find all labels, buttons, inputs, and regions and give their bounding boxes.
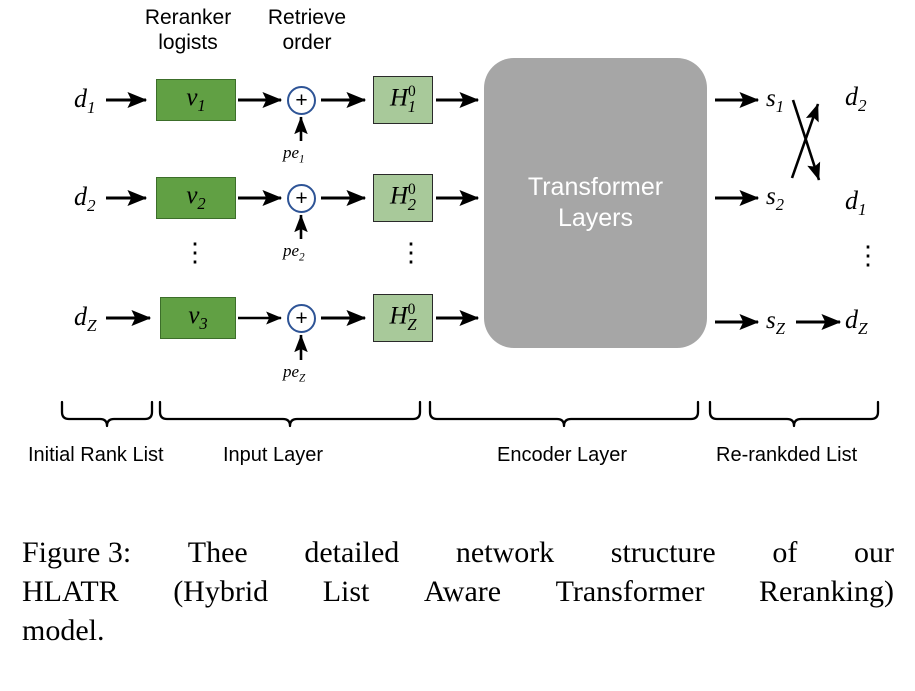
- transformer-layers-block: Transformer Layers: [484, 58, 707, 348]
- caption-word: detailed: [304, 536, 400, 569]
- caption-word: (Hybrid: [173, 575, 269, 608]
- add-operator-row2: +: [287, 184, 316, 213]
- caption-word: HLATR: [22, 575, 119, 608]
- brace-encoder-layer: [428, 400, 700, 428]
- caption-word: Reranking): [758, 575, 894, 608]
- hidden-state-text-row1: H01: [389, 83, 417, 116]
- vdots-reranker-column: ⋮: [182, 238, 208, 267]
- caption-word: network: [455, 536, 555, 569]
- section-label-initial-rank-list: Initial Rank List: [28, 444, 164, 466]
- reranker-logit-box-row1: v1: [156, 79, 236, 121]
- caption-word: Aware: [423, 575, 502, 608]
- caption-figure-number: Figure 3:: [22, 536, 132, 569]
- plus-glyph-row3: +: [295, 307, 308, 330]
- caption-word: structure: [610, 536, 716, 569]
- input-doc-label-row2: d2: [74, 182, 96, 216]
- caption-word: our: [853, 536, 894, 569]
- vdots-hidden-column: ⋮: [398, 238, 424, 267]
- section-label-encoder-layer: Encoder Layer: [497, 444, 628, 466]
- figure-caption: Figure 3: Thee detailed network structur…: [22, 533, 894, 650]
- section-label-input-layer: Input Layer: [223, 444, 324, 466]
- row-arrows-group: [106, 91, 842, 360]
- add-operator-row1: +: [287, 86, 316, 115]
- brace-reranked-list: [708, 400, 880, 428]
- caption-line-3: model.: [22, 614, 105, 647]
- diagram-canvas: [60, 91, 880, 428]
- hidden-state-box-row3: H0Z: [373, 294, 433, 342]
- caption-word: Transformer: [555, 575, 705, 608]
- caption-line-2: HLATR (Hybrid List Aware Transformer Rer…: [22, 572, 894, 611]
- positional-encoding-label-row3: peZ: [283, 362, 306, 385]
- reranker-logit-text-row2: v2: [186, 182, 206, 213]
- reranked-doc-label-1: d2: [845, 82, 867, 116]
- arrow-cross-down-to-d1: [791, 99, 821, 181]
- hidden-state-box-row2: H02: [373, 174, 433, 222]
- header-retrieve-order: Retrieve order: [267, 6, 347, 54]
- reranker-logit-text-row1: v1: [186, 84, 206, 115]
- brace-initial-rank-list: [60, 400, 154, 428]
- reranker-logit-text-row3: v3: [188, 302, 208, 333]
- brace-input-layer: [158, 400, 422, 428]
- caption-word: Thee: [187, 536, 248, 569]
- hidden-state-text-row3: H0Z: [389, 301, 417, 334]
- hidden-state-text-row2: H02: [389, 181, 417, 214]
- caption-word: of: [772, 536, 798, 569]
- reranker-logit-box-row3: v3: [160, 297, 236, 339]
- section-label-reranked-list: Re-rankded List: [716, 444, 858, 466]
- plus-glyph-row2: +: [295, 187, 308, 210]
- score-label-row1: s1: [766, 85, 784, 116]
- input-doc-label-row3: dZ: [74, 302, 97, 336]
- plus-glyph-row1: +: [295, 89, 308, 112]
- section-braces: [60, 400, 880, 428]
- positional-encoding-label-row2: pe2: [283, 241, 305, 264]
- vdots-reranked-column: ⋮: [855, 241, 881, 270]
- add-operator-row3: +: [287, 304, 316, 333]
- reranked-doc-label-3: dZ: [845, 305, 868, 339]
- hidden-state-box-row1: H01: [373, 76, 433, 124]
- header-reranker-logists: Reranker logists: [144, 6, 232, 54]
- caption-word: List: [322, 575, 370, 608]
- score-label-row2: s2: [766, 183, 784, 214]
- positional-encoding-label-row1: pe1: [283, 143, 305, 166]
- reranked-doc-label-2: d1: [845, 186, 867, 220]
- reranker-logit-box-row2: v2: [156, 177, 236, 219]
- score-label-row3: sZ: [766, 307, 785, 338]
- caption-line-1: Figure 3: Thee detailed network structur…: [22, 533, 894, 572]
- input-doc-label-row1: d1: [74, 84, 96, 118]
- reorder-cross-arrows: [790, 99, 821, 181]
